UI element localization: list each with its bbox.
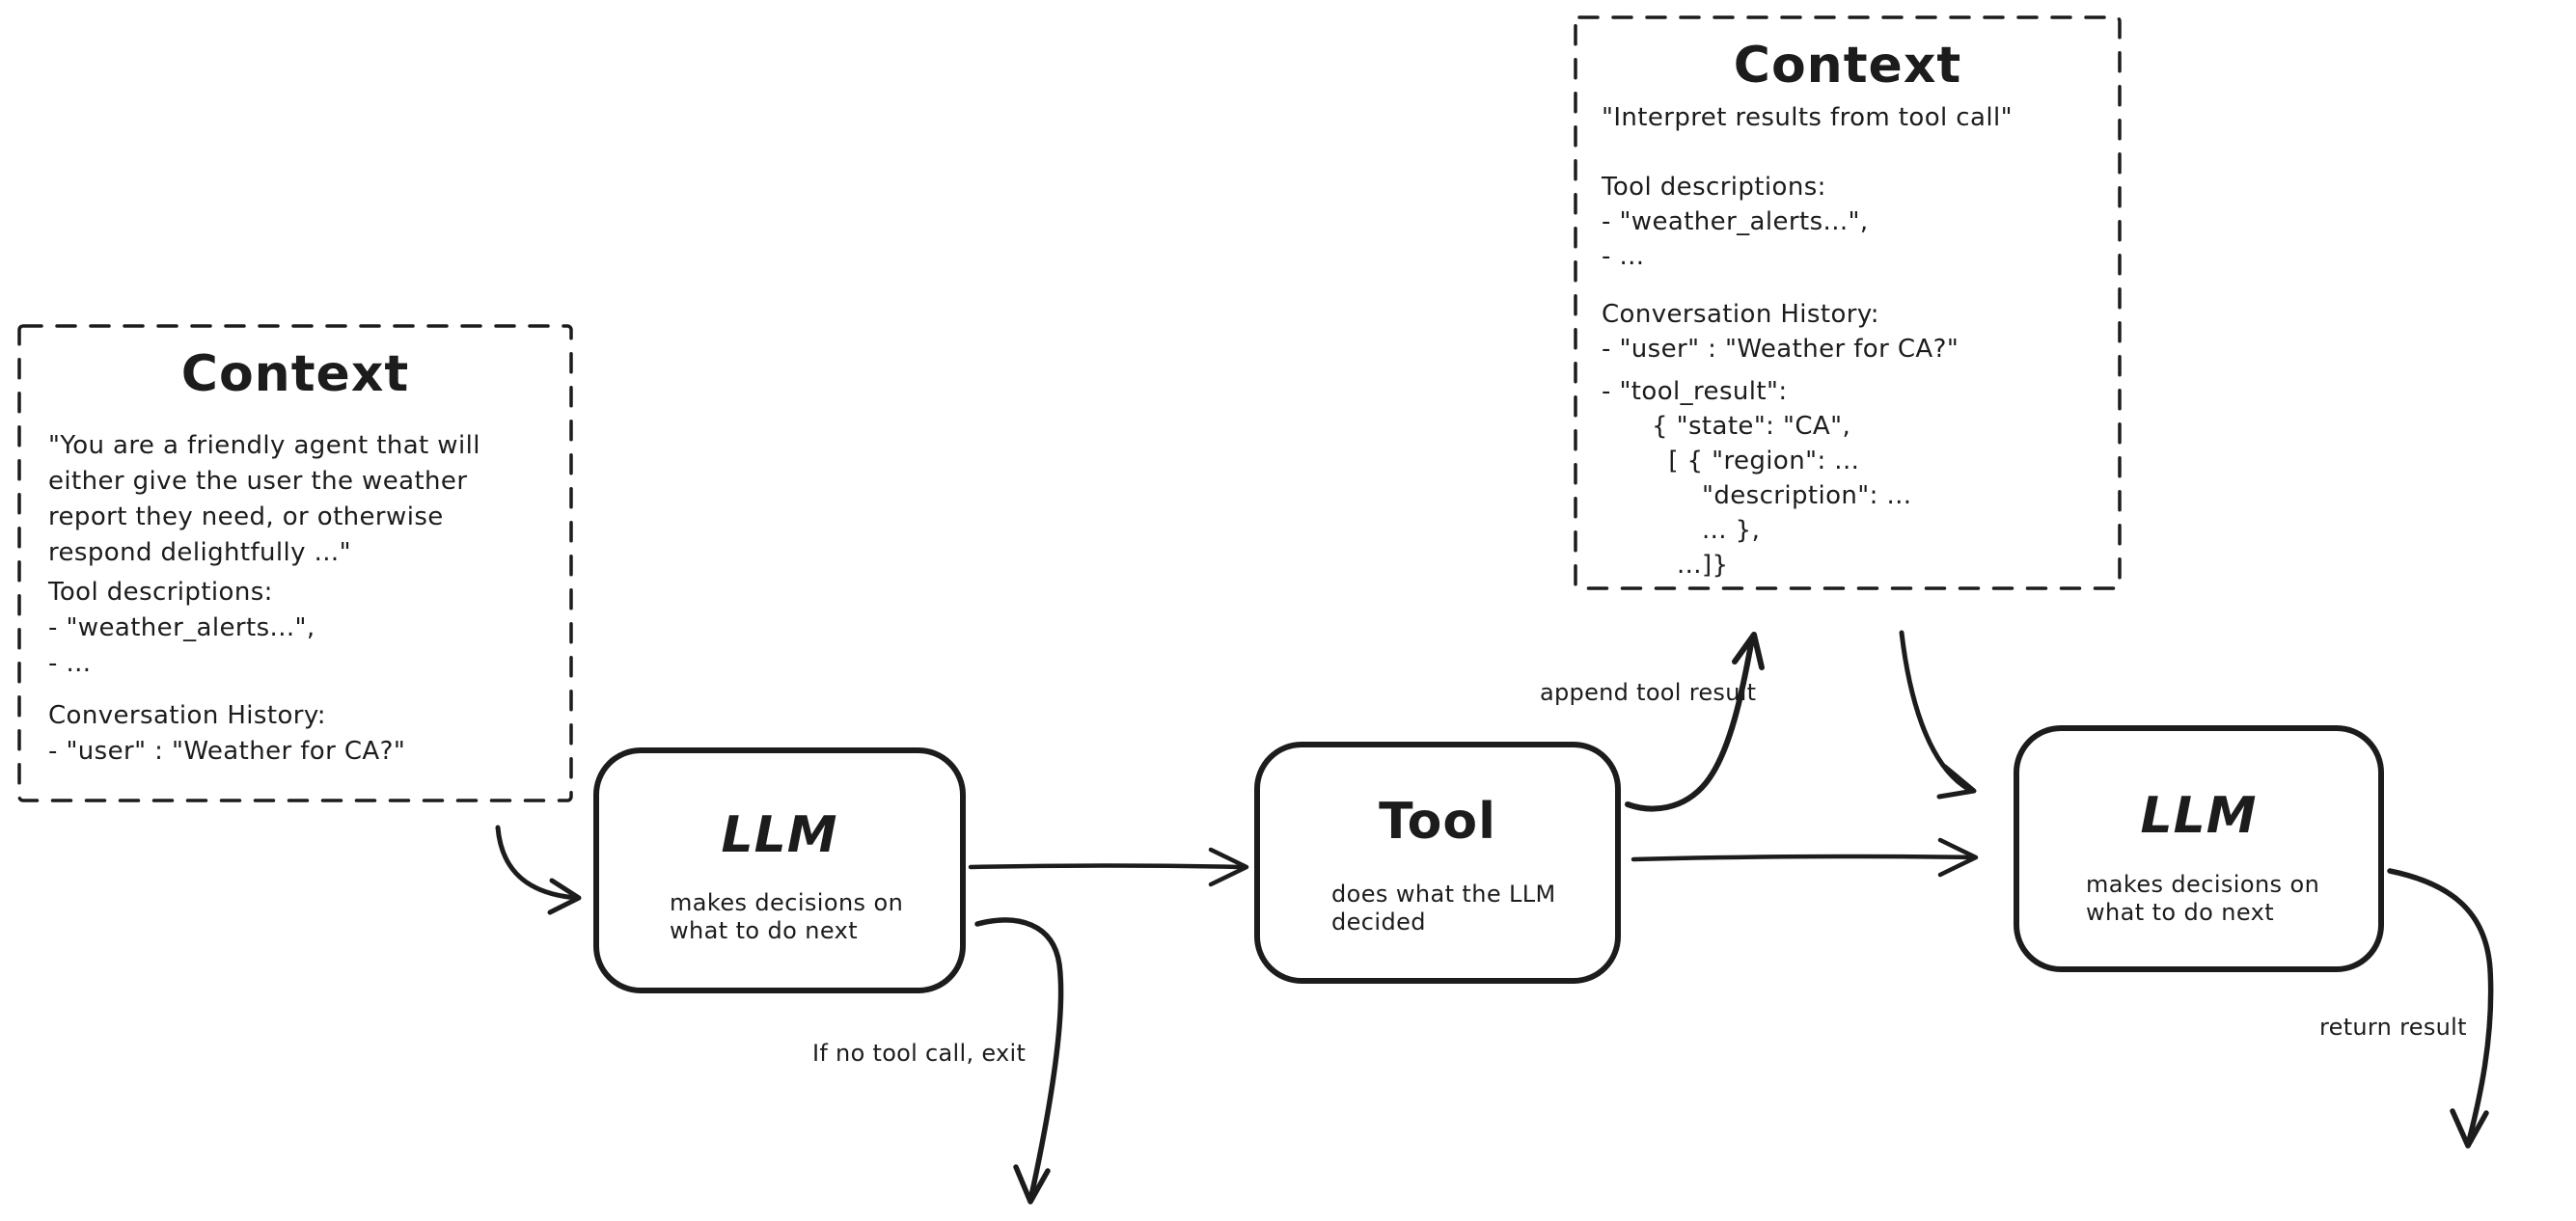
arrow-tool-to-llm2 bbox=[1631, 837, 1979, 878]
llm1-node-subtitle: makes decisions on what to do next bbox=[670, 889, 904, 944]
context-left-box bbox=[17, 324, 573, 802]
context-left-conversation-history: Conversation History: - "user" : "Weathe… bbox=[48, 701, 406, 766]
arrow-llm2-return bbox=[2387, 868, 2494, 1149]
context-top-tool-result: - "tool_result": { "state": "CA", [ { "r… bbox=[1602, 377, 1912, 580]
context-left-paragraph: "You are a friendly agent that will eith… bbox=[48, 431, 480, 567]
append-tool-result-label: append tool result bbox=[1540, 679, 1757, 706]
llm2-node-subtitle: makes decisions on what to do next bbox=[2086, 871, 2320, 926]
context-top-intro: "Interpret results from tool call" bbox=[1602, 103, 2013, 132]
return-result-label: return result bbox=[2319, 1014, 2467, 1041]
arrow-context-top-to-llm2 bbox=[1899, 630, 1977, 800]
tool-node-box bbox=[1254, 742, 1621, 984]
llm1-node-title: LLM bbox=[721, 806, 838, 864]
arrow-llm1-exit bbox=[974, 917, 1064, 1205]
context-left-tool-descriptions: Tool descriptions: - "weather_alerts..."… bbox=[48, 578, 315, 678]
if-no-tool-call-label: If no tool call, exit bbox=[812, 1040, 1027, 1067]
tool-node-subtitle: does what the LLM decided bbox=[1331, 881, 1556, 936]
context-top-conversation-history: Conversation History: - "user" : "Weathe… bbox=[1602, 300, 1959, 364]
tool-node-title: Tool bbox=[1379, 793, 1496, 851]
arrow-tool-to-context-top bbox=[1625, 632, 1765, 812]
context-top-box bbox=[1574, 15, 2122, 590]
context-top-tool-descriptions: Tool descriptions: - "weather_alerts..."… bbox=[1602, 173, 1869, 271]
llm2-node-title: LLM bbox=[2140, 787, 2258, 845]
llm1-node-box bbox=[593, 747, 966, 993]
llm2-node-box bbox=[2014, 725, 2384, 972]
arrow-llm1-to-tool bbox=[968, 847, 1249, 887]
arrow-context-left-to-llm1 bbox=[495, 825, 582, 915]
context-left-title: Context bbox=[180, 345, 410, 403]
context-top-title: Context bbox=[1733, 37, 1962, 95]
